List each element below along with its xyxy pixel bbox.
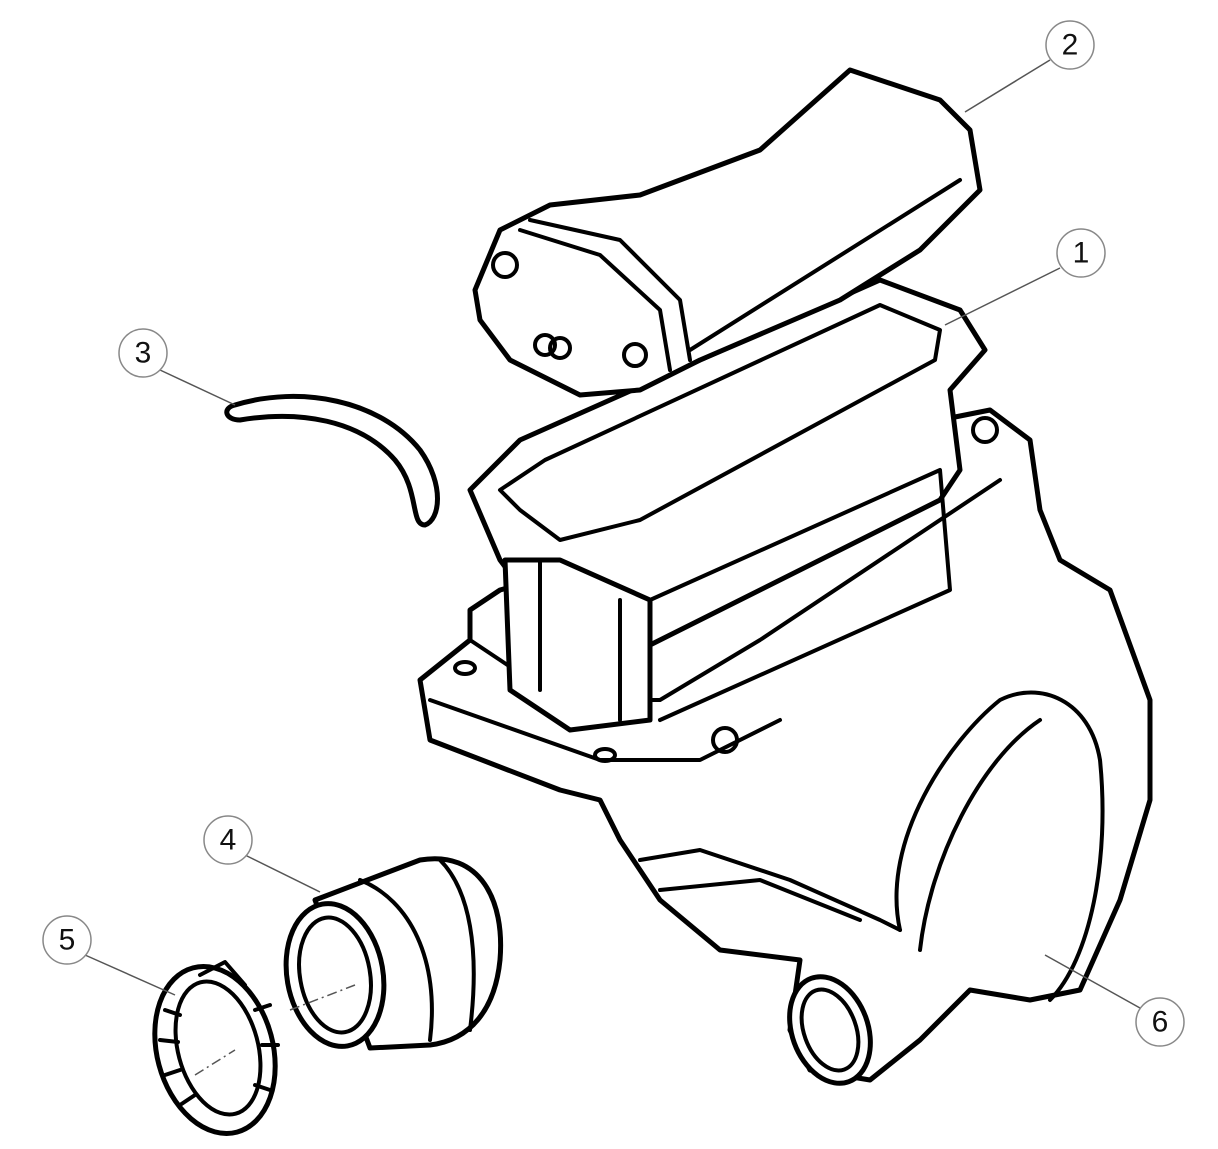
axis-line: [289, 984, 356, 1011]
leader-line-1: [944, 267, 1061, 326]
callout-label: 2: [1062, 29, 1079, 62]
callout-1: 1: [1056, 228, 1106, 278]
callout-label: 4: [220, 824, 237, 857]
callout-4: 4: [203, 815, 253, 865]
callout-label: 6: [1152, 1006, 1169, 1039]
callout-6: 6: [1135, 997, 1185, 1047]
callout-3: 3: [118, 328, 168, 378]
part-2-air-filter: [472, 67, 983, 398]
leader-line-3: [159, 369, 236, 406]
callout-label: 5: [59, 924, 76, 957]
callout-label: 3: [135, 337, 152, 370]
leader-line-5: [84, 954, 176, 996]
axis-line: [194, 1049, 236, 1076]
callout-label: 1: [1073, 237, 1090, 270]
callout-2: 2: [1045, 20, 1095, 70]
callout-5: 5: [42, 915, 92, 965]
part-1-intake-frame: [467, 277, 988, 733]
leader-line-4: [244, 854, 321, 893]
part-5-hose-clamp: [152, 960, 280, 1136]
part-4-intake-boot: [283, 856, 504, 1051]
leader-line-2: [964, 59, 1051, 113]
part-3-seal-strip: [224, 393, 440, 528]
leader-line-6: [1044, 954, 1141, 1009]
